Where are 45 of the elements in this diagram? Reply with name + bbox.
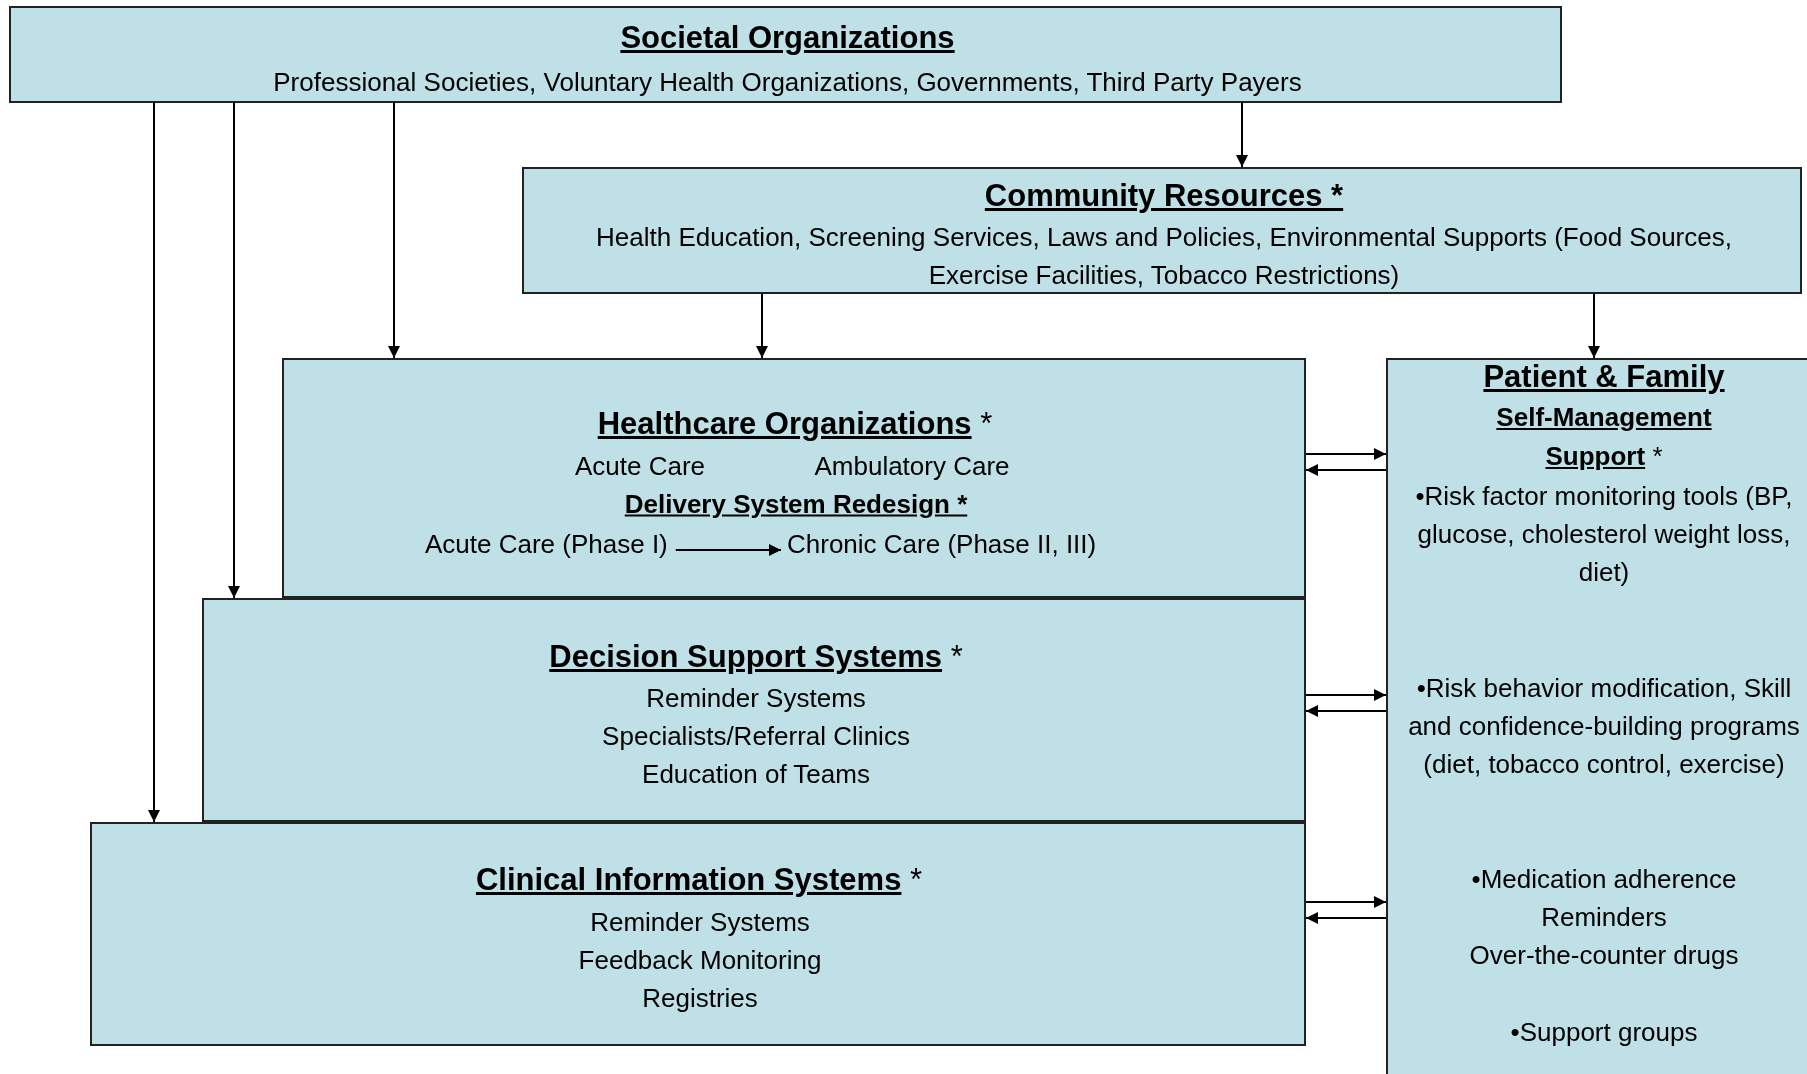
arrow — [1305, 448, 1387, 460]
body-text: Over-the-counter drugs — [1469, 939, 1739, 972]
arrow — [148, 102, 160, 823]
arrow — [228, 102, 240, 599]
body-text: Health Education, Screening Services, Laws and Policies, Environmental Supports (Food Sources, Exercise Facilities, Tobacco Restrictions) — [595, 221, 1733, 292]
arrow — [1236, 102, 1248, 168]
arrow — [1305, 689, 1387, 701]
organization-box — [282, 358, 1306, 598]
body-text: Reminder Systems — [646, 682, 866, 715]
body-text: •Support groups — [1510, 1016, 1698, 1049]
arrow — [1588, 293, 1600, 359]
organization-box — [9, 6, 1562, 103]
body-text: Education of Teams — [642, 758, 870, 791]
organization-box — [1386, 358, 1807, 1074]
body-text: Registries — [642, 982, 758, 1015]
subheading: Delivery System Redesign * — [624, 487, 968, 521]
stage-label: Chronic Care (Phase II, III) — [787, 526, 1097, 562]
organization-box — [90, 822, 1306, 1046]
heading: Clinical Information Systems* — [475, 861, 923, 899]
organization-box — [522, 167, 1802, 294]
heading: Societal Organizations — [620, 19, 955, 57]
heading: Patient & Family — [1483, 358, 1725, 396]
body-text: Feedback Monitoring — [578, 944, 822, 977]
arrow — [1305, 705, 1387, 717]
arrow — [756, 293, 768, 359]
heading: Healthcare Organizations* — [597, 405, 993, 443]
stage-label: Acute Care (Phase I) — [425, 526, 668, 562]
body-text: Specialists/Referral Clinics — [602, 720, 910, 753]
arrow — [388, 102, 400, 359]
arrow — [1305, 912, 1387, 924]
organization-box — [202, 598, 1306, 822]
body-text: •Risk factor monitoring tools (BP, glucose, cholesterol weight loss, diet) — [1414, 480, 1794, 589]
subheading: Self-Management Support* — [1495, 401, 1713, 473]
heading: Decision Support Systems* — [549, 638, 963, 676]
arrow — [674, 544, 782, 556]
body-text: Reminder Systems — [590, 906, 810, 939]
body-text: Ambulatory Care — [814, 450, 1010, 483]
arrow — [1305, 896, 1387, 908]
arrow — [1305, 464, 1387, 476]
body-text: •Medication adherence — [1471, 863, 1737, 896]
body-text: Professional Societies, Voluntary Health Organizations, Governments, Third Party Payers — [273, 66, 1302, 99]
body-text: Acute Care — [574, 450, 706, 483]
heading: Community Resources * — [984, 177, 1344, 215]
body-text: •Risk behavior modification, Skill and confidence-building programs (diet, tobacco control, exercise) — [1407, 672, 1801, 781]
body-text: Reminders — [1541, 901, 1667, 934]
